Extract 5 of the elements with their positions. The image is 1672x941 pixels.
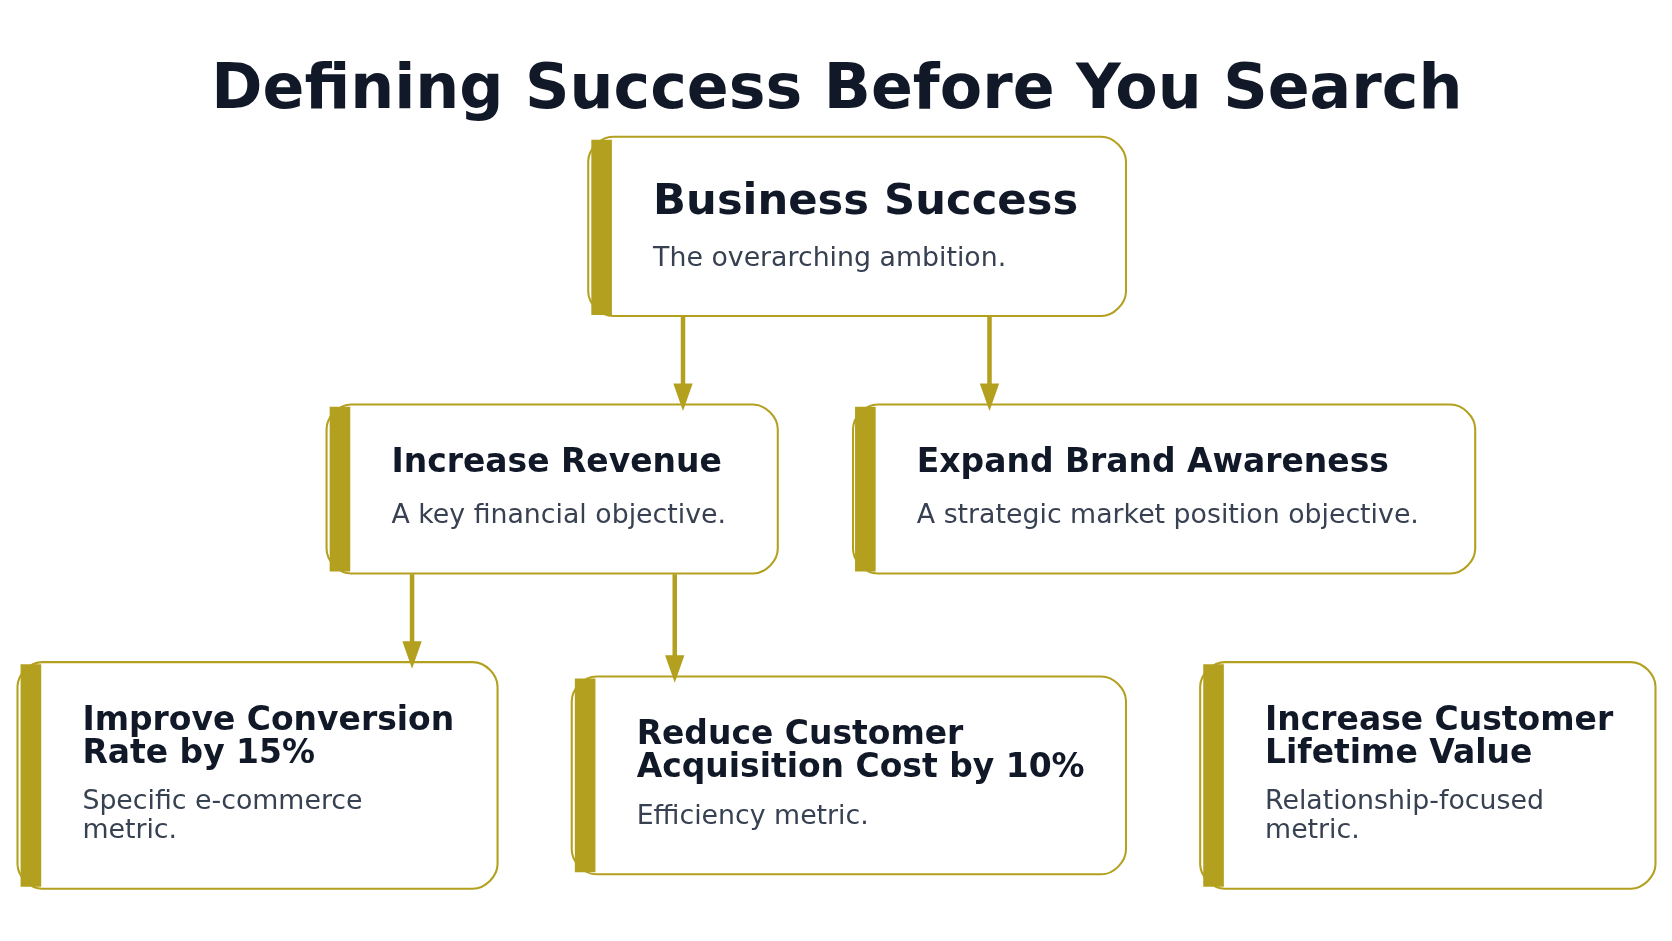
arrow (979, 316, 999, 412)
arrow (664, 574, 684, 683)
arrow (401, 574, 422, 669)
arrow (672, 316, 693, 412)
diagram-title: Defining Success Before You Search (210, 50, 1462, 123)
